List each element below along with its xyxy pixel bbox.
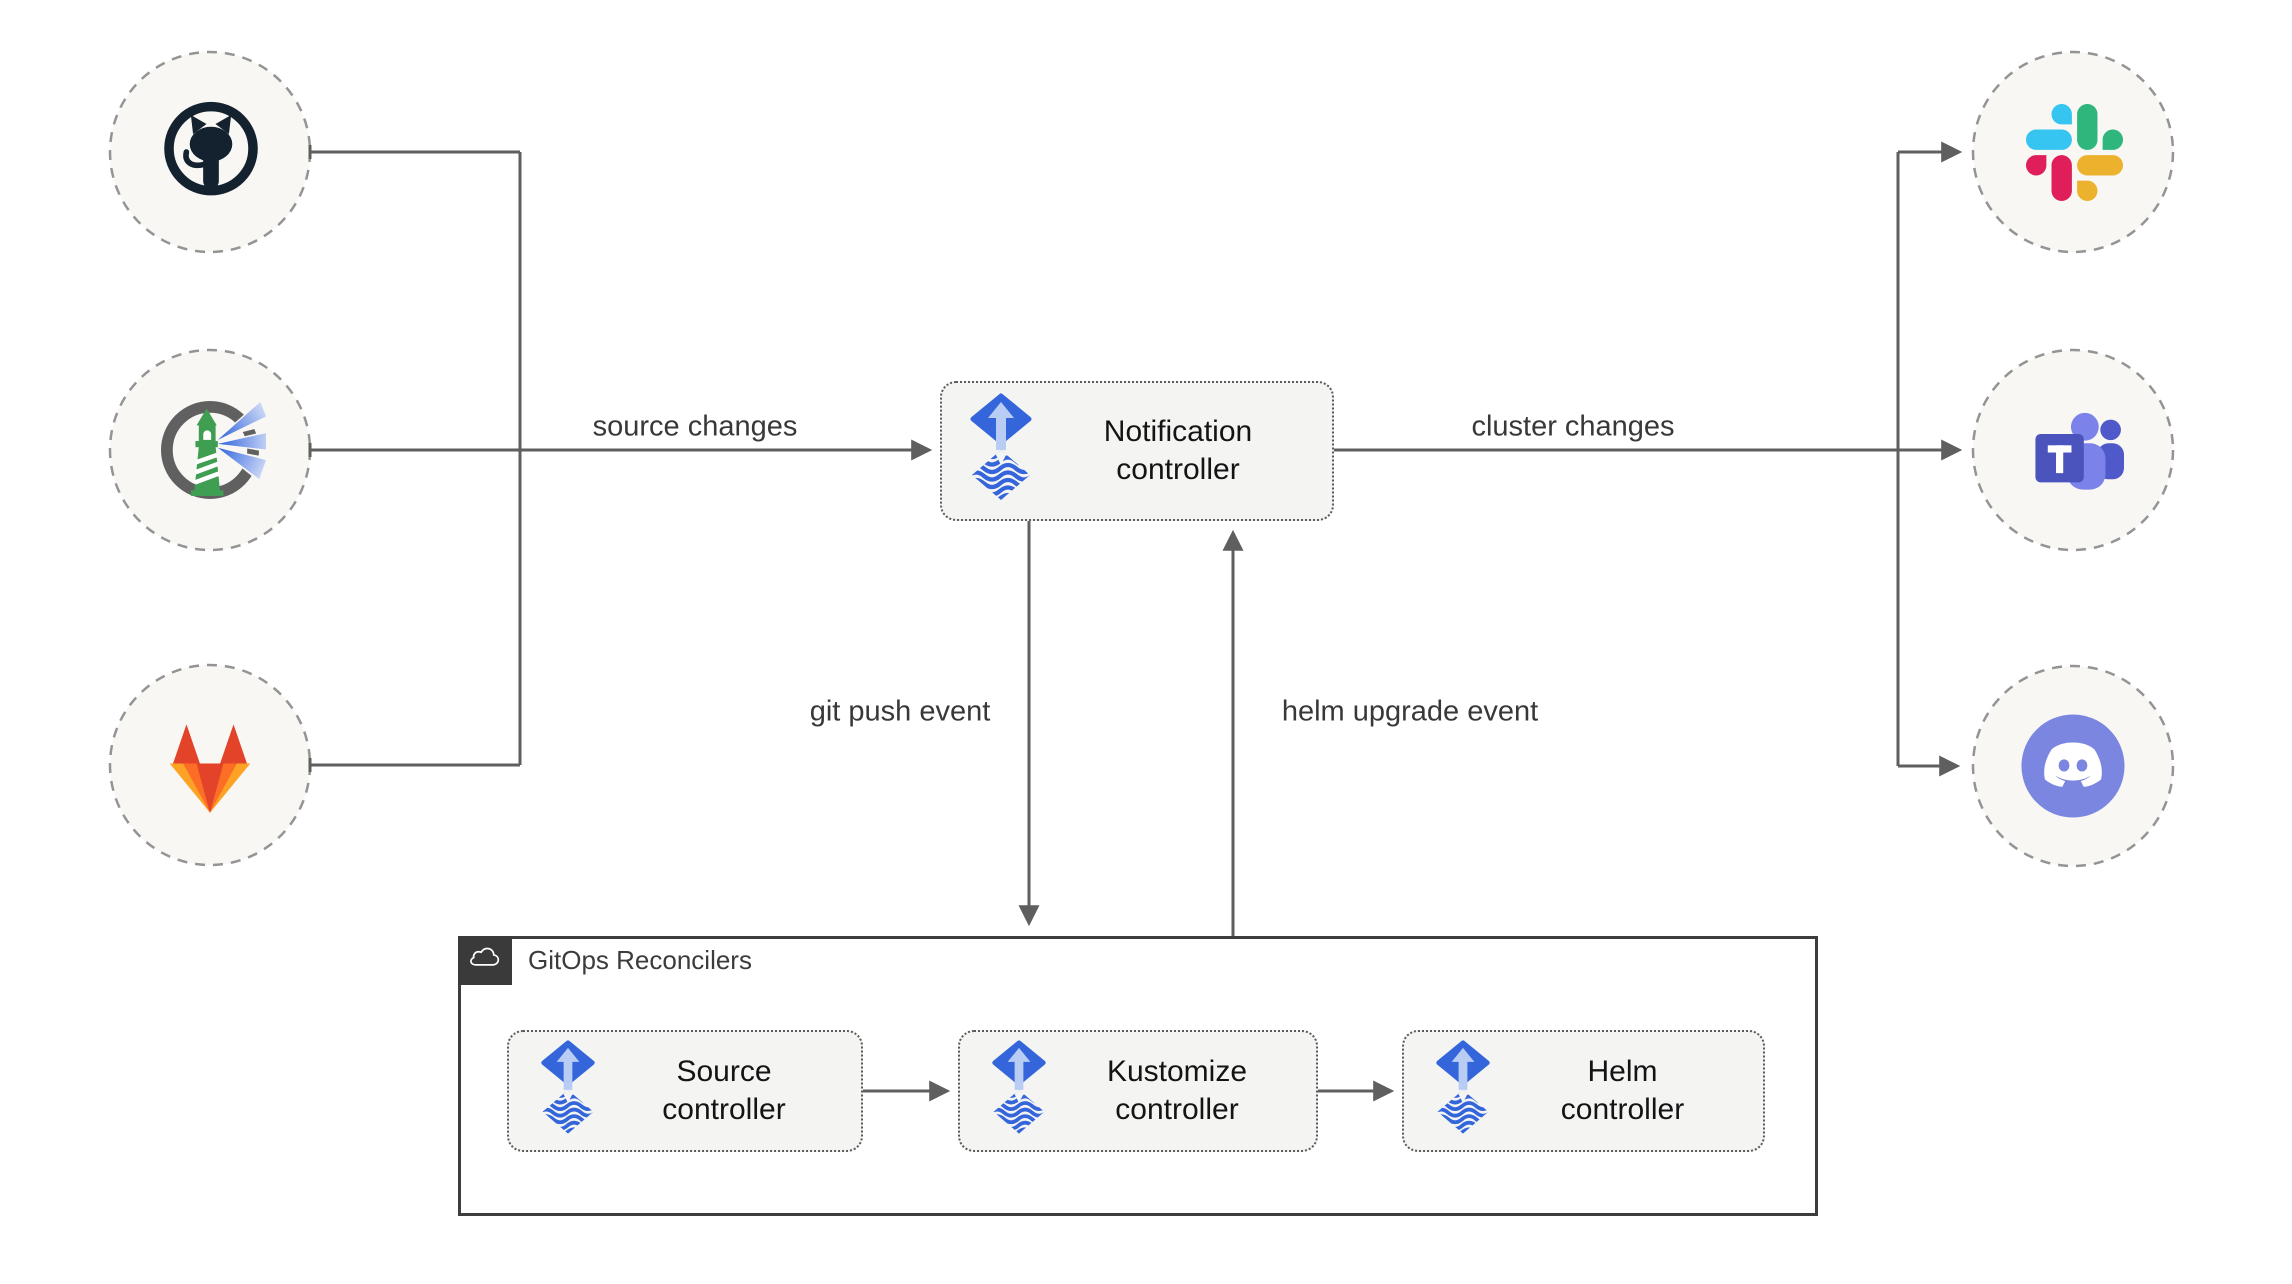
helm-controller-label: Helm controller: [1560, 1055, 1685, 1126]
gitops-reconcilers-title: GitOps Reconcilers: [528, 945, 752, 975]
source-changes-label: source changes: [592, 410, 798, 443]
git-push-event-label: git push event: [809, 695, 991, 728]
slack-node-circle: [1971, 50, 2175, 254]
teams-icon: [2021, 400, 2124, 503]
gitlab-icon: [154, 712, 266, 824]
kustomize-controller-label: Kustomize controller: [1106, 1055, 1248, 1126]
helm-controller-node: Helm controller: [1402, 1030, 1765, 1152]
flux-icon: [968, 393, 1034, 510]
notification-controller-label: Notification controller: [1103, 415, 1253, 486]
harbor-icon: [154, 394, 266, 506]
kustomize-controller-node: Kustomize controller: [958, 1030, 1318, 1152]
flux-icon: [1434, 1040, 1492, 1143]
cloud-icon: [466, 939, 504, 982]
flux-icon: [539, 1040, 597, 1143]
helm-upgrade-event-label: helm upgrade event: [1281, 695, 1539, 728]
github-icon: [155, 96, 267, 208]
gitops-container-tab: [458, 936, 512, 985]
flux-icon: [990, 1040, 1048, 1143]
cluster-changes-label: cluster changes: [1471, 410, 1675, 443]
slack-icon: [2026, 104, 2123, 201]
discord-icon: [2017, 710, 2129, 822]
notification-controller-node: Notification controller: [940, 381, 1334, 521]
gitops-reconcilers-container: [458, 936, 1818, 1216]
source-controller-label: Source controller: [662, 1055, 786, 1126]
source-controller-node: Source controller: [507, 1030, 863, 1152]
